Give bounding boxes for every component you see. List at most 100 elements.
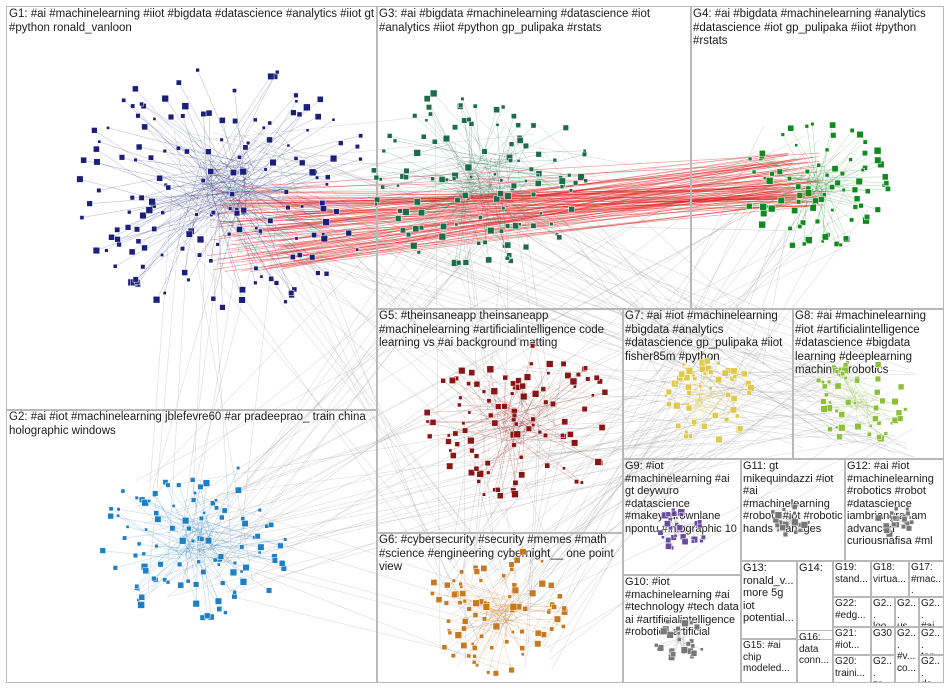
node-marker: [156, 174, 163, 182]
node-marker: [735, 413, 740, 419]
group-panel-g28: G2... top...: [918, 626, 944, 656]
edge: [206, 541, 283, 564]
edge: [205, 213, 529, 508]
edge: [850, 407, 901, 419]
edge: [269, 186, 439, 195]
edge: [678, 391, 708, 427]
edge: [821, 175, 847, 240]
node-marker: [137, 601, 145, 609]
node-marker: [132, 85, 139, 93]
node-marker: [128, 248, 136, 256]
node-marker: [504, 192, 512, 200]
node-marker: [242, 144, 249, 151]
node-marker: [473, 380, 481, 388]
node-marker: [818, 196, 825, 203]
group-label-g14: G14:: [799, 562, 823, 574]
edge: [749, 181, 826, 207]
edge: [214, 152, 789, 215]
group-label-g22: G22: #edg...: [835, 598, 866, 621]
edge: [789, 178, 818, 180]
edge: [525, 438, 575, 444]
edge: [164, 162, 202, 294]
edge: [260, 161, 809, 217]
edge: [275, 162, 806, 218]
node-marker: [498, 228, 504, 234]
edge: [780, 171, 805, 202]
edge: [269, 145, 515, 409]
edge: [242, 181, 765, 365]
edge: [373, 170, 479, 184]
edge: [428, 107, 460, 160]
edge: [121, 157, 232, 195]
node-marker: [518, 471, 526, 479]
node-marker: [141, 244, 148, 252]
edge: [293, 187, 780, 258]
node-marker: [824, 392, 829, 398]
edge: [263, 239, 755, 422]
edge: [198, 503, 214, 536]
edge: [141, 103, 251, 173]
node-marker: [697, 519, 703, 525]
edge: [476, 596, 510, 666]
node-marker: [486, 365, 495, 374]
node-marker: [486, 398, 492, 404]
edge: [262, 164, 816, 257]
edge: [123, 100, 239, 209]
node-marker: [522, 142, 529, 149]
edge: [223, 209, 467, 558]
edge: [471, 123, 473, 196]
node-marker: [451, 176, 457, 181]
edge: [421, 181, 477, 213]
node-marker: [797, 224, 803, 229]
node-marker: [567, 173, 572, 178]
edge: [468, 187, 481, 218]
node-marker: [447, 630, 453, 636]
node-marker: [440, 222, 448, 230]
node-marker: [238, 296, 246, 304]
node-marker: [199, 536, 205, 542]
node-marker: [194, 212, 199, 217]
edge: [860, 391, 881, 436]
edge: [459, 404, 510, 409]
edge: [376, 168, 490, 205]
node-marker: [236, 466, 241, 471]
node-marker: [482, 492, 486, 497]
node-marker: [816, 377, 822, 383]
node-marker: [76, 175, 84, 183]
node-marker: [833, 241, 840, 247]
node-marker: [537, 429, 543, 435]
node-marker: [905, 510, 911, 517]
edge: [481, 180, 586, 191]
edge: [460, 105, 484, 157]
edge: [473, 154, 585, 185]
node-marker: [165, 184, 172, 191]
edge: [198, 535, 258, 549]
edge: [161, 205, 208, 256]
edge: [200, 413, 532, 586]
node-marker: [258, 228, 263, 234]
edge: [236, 178, 289, 208]
edge: [698, 369, 703, 409]
edge: [199, 182, 303, 207]
node-marker: [796, 192, 803, 199]
edge: [197, 158, 334, 211]
edge: [844, 370, 864, 398]
edge: [470, 195, 557, 235]
edge: [448, 612, 491, 622]
edge: [170, 151, 496, 563]
node-marker: [303, 103, 311, 112]
node-marker: [897, 415, 904, 422]
edge: [540, 442, 742, 455]
edge: [149, 191, 173, 491]
node-marker: [229, 191, 235, 197]
node-marker: [457, 600, 463, 606]
edge: [533, 442, 583, 483]
node-marker: [480, 565, 488, 572]
edge: [418, 185, 492, 253]
node-marker: [486, 470, 491, 475]
node-marker: [747, 156, 753, 162]
node-marker: [671, 510, 678, 517]
node-marker: [473, 465, 480, 472]
edge: [376, 159, 488, 178]
